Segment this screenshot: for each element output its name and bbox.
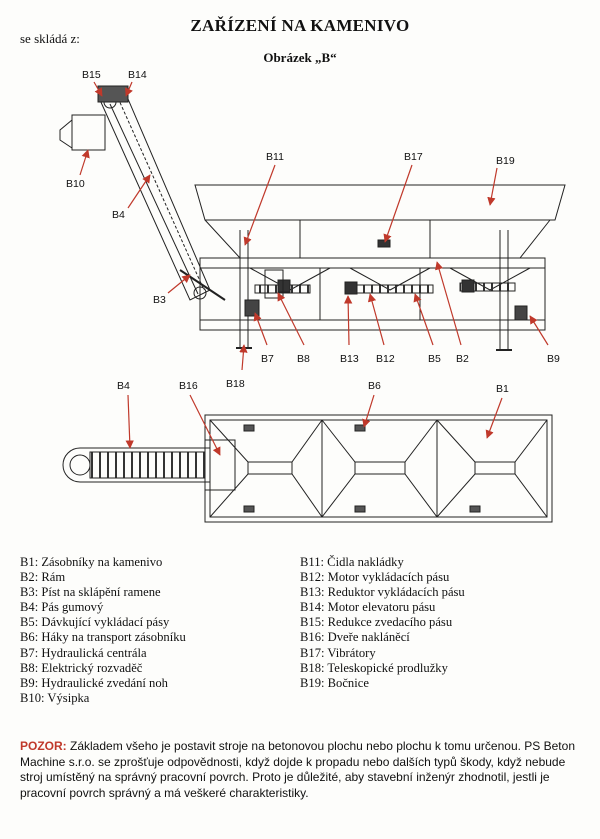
legend-item: B3: Píst na sklápění ramene bbox=[20, 585, 161, 600]
legend-item: B19: Bočnice bbox=[300, 675, 369, 690]
legend-left-column: B1: Zásobníky na kamenivo B2: Rám B3: Pí… bbox=[20, 555, 186, 706]
telescopic-leg-left bbox=[239, 230, 249, 348]
legend-item: B5: Dávkující vykládací pásy bbox=[20, 615, 170, 630]
label-b14: B14 bbox=[128, 69, 147, 81]
label-b4-side: B4 bbox=[112, 209, 125, 221]
label-b15: B15 bbox=[82, 69, 101, 81]
label-b11: B11 bbox=[266, 151, 284, 163]
legend-item: B7: Hydraulická centrála bbox=[20, 645, 147, 660]
legend-item: B16: Dveře nakláněcí bbox=[300, 630, 410, 645]
legend-item: B14: Motor elevatoru pásu bbox=[300, 600, 436, 615]
legend-item: B13: Reduktor vykládacích pásu bbox=[300, 585, 465, 600]
leader-arrows bbox=[79, 81, 549, 456]
legend-right-column: B11: Čidla nakládky B12: Motor vykládací… bbox=[300, 555, 465, 691]
legend-item: B15: Redukce zvedacího pásu bbox=[300, 615, 453, 630]
discharge-chute bbox=[71, 114, 106, 151]
label-b8: B8 bbox=[297, 353, 310, 365]
elevator-belt bbox=[99, 91, 211, 301]
hopper-top-view bbox=[204, 414, 553, 523]
label-b6: B6 bbox=[368, 380, 381, 392]
legend-item: B6: Háky na transport zásobníku bbox=[20, 630, 186, 645]
belt-top-view bbox=[62, 447, 211, 483]
machine-diagram: B15 B14 B10 B4 B3 B11 B17 B19 B7 B8 B13 … bbox=[59, 69, 566, 523]
label-b13: B13 bbox=[340, 353, 359, 365]
legend-item: B8: Elektrický rozvaděč bbox=[20, 660, 143, 675]
label-b2: B2 bbox=[456, 353, 469, 365]
legend-item: B2: Rám bbox=[20, 570, 66, 585]
warning-text: Základem všeho je postavit stroje na bet… bbox=[20, 739, 575, 800]
intro-text: se skládá z: bbox=[20, 31, 80, 46]
telescopic-leg-right bbox=[499, 230, 509, 350]
legend-item: B4: Pás gumový bbox=[20, 600, 104, 615]
legend-item: B10: Výsipka bbox=[20, 690, 90, 705]
legend-item: B18: Teleskopické prodlužky bbox=[300, 660, 448, 675]
figure-caption: Obrázek „B“ bbox=[263, 50, 337, 65]
label-b18: B18 bbox=[226, 378, 245, 390]
label-b17: B17 bbox=[404, 151, 423, 163]
legend-item: B11: Čidla nakládky bbox=[300, 555, 404, 569]
legend-item: B1: Zásobníky na kamenivo bbox=[20, 555, 163, 569]
hopper-side-panel bbox=[194, 184, 566, 221]
top-view bbox=[62, 414, 553, 523]
legend-item: B17: Vibrátory bbox=[300, 645, 376, 660]
frame bbox=[199, 257, 546, 331]
label-b7: B7 bbox=[261, 353, 274, 365]
legend-item: B9: Hydraulické zvedání noh bbox=[20, 675, 168, 690]
label-b1: B1 bbox=[496, 383, 509, 395]
label-b5: B5 bbox=[428, 353, 441, 365]
label-b10: B10 bbox=[66, 178, 85, 190]
label-b12: B12 bbox=[376, 353, 395, 365]
label-b4-top: B4 bbox=[117, 380, 130, 392]
label-b3: B3 bbox=[153, 294, 166, 306]
label-b19: B19 bbox=[496, 155, 515, 167]
legend-item: B12: Motor vykládacích pásu bbox=[300, 570, 450, 585]
warning-label: POZOR: bbox=[20, 739, 67, 753]
diagram-label-group: B15 B14 B10 B4 B3 B11 B17 B19 B7 B8 B13 … bbox=[66, 69, 560, 395]
warning-paragraph: POZOR: Základem všeho je postavit stroje… bbox=[20, 739, 586, 801]
label-b9: B9 bbox=[547, 353, 560, 365]
page-title: ZAŘÍZENÍ NA KAMENIVO bbox=[190, 16, 410, 35]
label-b16: B16 bbox=[179, 380, 198, 392]
side-view bbox=[59, 85, 566, 351]
